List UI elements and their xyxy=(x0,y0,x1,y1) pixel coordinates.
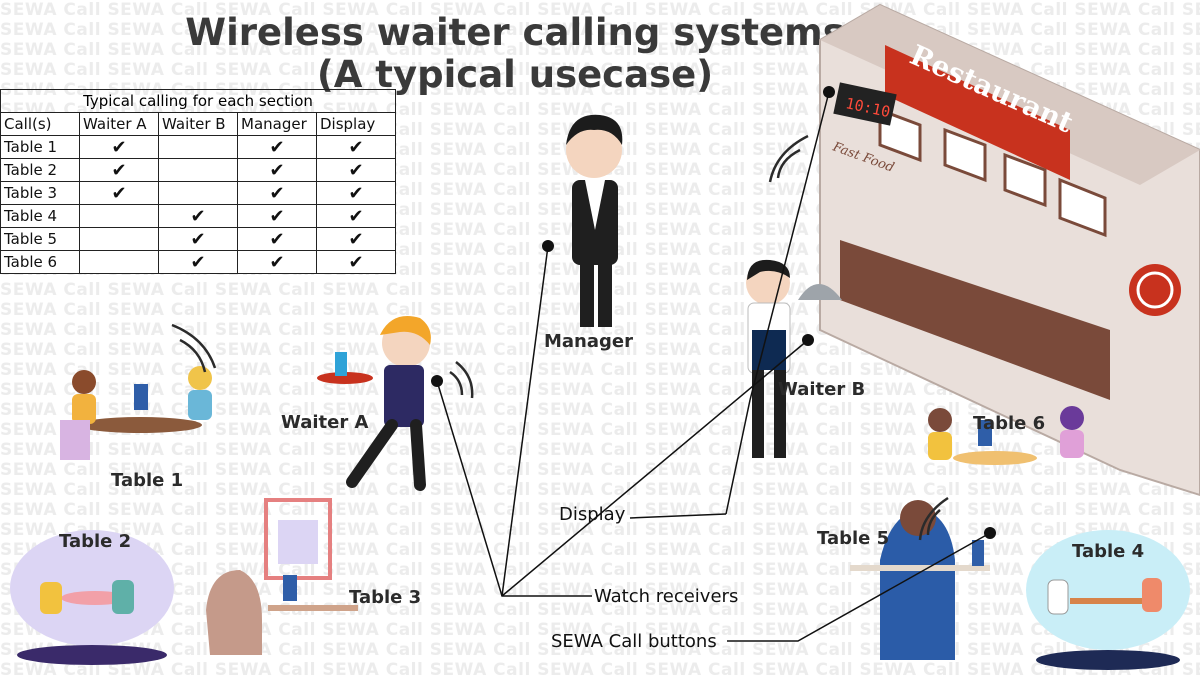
watermark-row: SEWA Call SEWA Call SEWA Call SEWA Call … xyxy=(0,440,1200,460)
watch-dot-waiter-a xyxy=(431,375,443,387)
signal-waves xyxy=(171,134,949,541)
display-to-waiter-b-line xyxy=(725,399,751,515)
check-icon: ✔ xyxy=(237,250,317,274)
check-icon: ✔ xyxy=(158,227,238,251)
callout-dots xyxy=(431,86,996,539)
watch-dot-manager xyxy=(542,240,554,252)
table-row: Table 6✔✔✔ xyxy=(0,250,396,274)
table-4-label: Table 4 xyxy=(1072,541,1145,562)
watermark-row: SEWA Call SEWA Call SEWA Call SEWA Call … xyxy=(0,500,1200,520)
title-line-1: Wireless waiter calling systems xyxy=(185,11,845,54)
watermark-row: SEWA Call SEWA Call SEWA Call SEWA Call … xyxy=(0,400,1200,420)
empty-cell xyxy=(79,250,159,274)
check-icon: ✔ xyxy=(237,204,317,228)
header-manager: Manager xyxy=(237,112,317,136)
check-icon: ✔ xyxy=(316,158,396,182)
watermark-row: SEWA Call SEWA Call SEWA Call SEWA Call … xyxy=(0,460,1200,480)
page-title: Wireless waiter calling systems (A typic… xyxy=(180,12,850,96)
waiter-a-figure xyxy=(317,316,431,491)
check-icon: ✔ xyxy=(237,181,317,205)
calling-table-caption: Typical calling for each section xyxy=(0,89,396,112)
check-icon: ✔ xyxy=(79,158,159,182)
table-header-row: Call(s) Waiter A Waiter B Manager Displa… xyxy=(0,112,396,136)
calling-table: Typical calling for each section Call(s)… xyxy=(0,89,396,274)
check-icon: ✔ xyxy=(237,227,317,251)
table-1-label: Table 1 xyxy=(111,470,184,491)
table-1-scene xyxy=(60,366,212,460)
row-label: Table 5 xyxy=(0,227,80,251)
table-4-scene xyxy=(1026,530,1190,670)
watermark-row: SEWA Call SEWA Call SEWA Call SEWA Call … xyxy=(0,420,1200,440)
table-6-scene xyxy=(928,406,1084,465)
watch-connector-line-b xyxy=(501,339,809,597)
table-5-label: Table 5 xyxy=(817,528,890,549)
row-label: Table 2 xyxy=(0,158,80,182)
table-row: Table 5✔✔✔ xyxy=(0,227,396,251)
callout-lines xyxy=(436,91,991,642)
button-dot xyxy=(984,527,996,539)
table-3-scene xyxy=(206,498,358,655)
watch-receivers-label: Watch receivers xyxy=(594,586,739,607)
header-waiter-a: Waiter A xyxy=(79,112,159,136)
header-display: Display xyxy=(316,112,396,136)
table-6-label: Table 6 xyxy=(973,413,1046,434)
table-3-label: Table 3 xyxy=(349,587,422,608)
check-icon: ✔ xyxy=(316,181,396,205)
check-icon: ✔ xyxy=(79,135,159,159)
calling-table-body: Table 1✔✔✔Table 2✔✔✔Table 3✔✔✔Table 4✔✔✔… xyxy=(0,135,396,274)
watermark-row: SEWA Call SEWA Call SEWA Call SEWA Call … xyxy=(0,480,1200,500)
watch-connector-line-a xyxy=(436,380,592,597)
row-label: Table 1 xyxy=(0,135,80,159)
waiter-b-figure xyxy=(746,259,842,458)
manager-figure xyxy=(566,114,623,327)
empty-cell xyxy=(158,135,238,159)
title-line-2: (A typical usecase) xyxy=(316,53,714,96)
header-waiter-b: Waiter B xyxy=(158,112,238,136)
watermark-row: SEWA Call SEWA Call SEWA Call SEWA Call … xyxy=(0,660,1200,675)
call-buttons-label: SEWA Call buttons xyxy=(551,631,717,652)
table-5-scene xyxy=(850,500,990,660)
watch-connector-line-manager xyxy=(501,245,549,597)
buttons-connector-line xyxy=(727,532,991,642)
table-row: Table 4✔✔✔ xyxy=(0,204,396,228)
manager-label: Manager xyxy=(544,331,633,352)
waiter-a-label: Waiter A xyxy=(281,412,369,433)
display-dot xyxy=(823,86,835,98)
restaurant-building xyxy=(819,3,1200,497)
display-label: Display xyxy=(559,504,626,525)
check-icon: ✔ xyxy=(158,204,238,228)
table-row: Table 2✔✔✔ xyxy=(0,158,396,182)
row-label: Table 6 xyxy=(0,250,80,274)
watch-dot-waiter-b xyxy=(802,334,814,346)
empty-cell xyxy=(79,227,159,251)
table-row: Table 3✔✔✔ xyxy=(0,181,396,205)
table-2-scene xyxy=(10,530,174,665)
empty-cell xyxy=(158,181,238,205)
header-calls: Call(s) xyxy=(0,112,80,136)
table-2-label: Table 2 xyxy=(59,531,132,552)
check-icon: ✔ xyxy=(316,250,396,274)
waiter-b-label: Waiter B xyxy=(778,379,866,400)
check-icon: ✔ xyxy=(158,250,238,274)
check-icon: ✔ xyxy=(316,135,396,159)
row-label: Table 3 xyxy=(0,181,80,205)
table-row: Table 1✔✔✔ xyxy=(0,135,396,159)
display-connector-line xyxy=(629,513,727,519)
check-icon: ✔ xyxy=(237,135,317,159)
check-icon: ✔ xyxy=(316,227,396,251)
check-icon: ✔ xyxy=(316,204,396,228)
watermark-row: SEWA Call SEWA Call SEWA Call SEWA Call … xyxy=(0,380,1200,400)
display-to-screen-line xyxy=(749,91,830,401)
